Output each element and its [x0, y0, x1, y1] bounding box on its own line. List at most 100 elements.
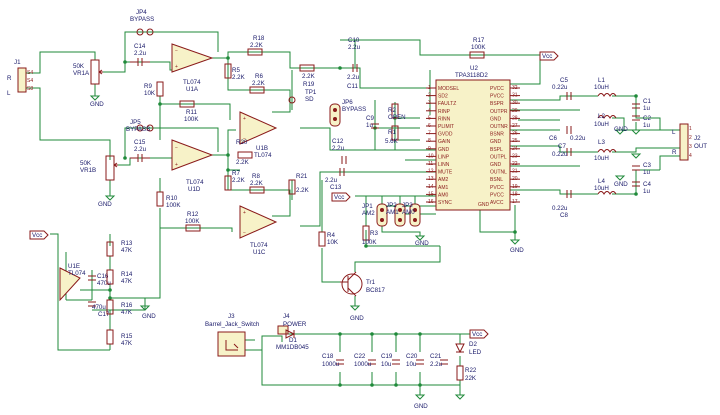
- svg-text:−: −: [243, 230, 246, 236]
- opamp-u1e: U1E TL074: [59, 263, 86, 302]
- u2-pin-right-13: BSNL: [490, 177, 503, 183]
- c3-ref: C3: [643, 162, 651, 169]
- gnd-vr1b: [104, 195, 116, 201]
- res-r14: [106, 269, 114, 285]
- c9-ref: C9: [366, 115, 374, 122]
- pot-vr1b: 50K VR1B: [80, 155, 118, 181]
- r1-value: 5.6K: [385, 138, 399, 145]
- gnd-power: [414, 394, 426, 400]
- gnd-c2: [630, 129, 642, 135]
- u2-pin-right-5: GND: [490, 116, 502, 122]
- u1a-ref: U1A: [186, 86, 199, 93]
- net-vcc-flags: Vcc Vcc Vcc Vcc: [29, 51, 559, 339]
- j2-pin-l: L: [672, 129, 676, 136]
- res-r10: [156, 191, 164, 207]
- u2-pin-right-14: PVCC: [490, 185, 504, 191]
- svg-text:+: +: [175, 64, 178, 70]
- u2-pin-right-4: OUTPR: [490, 109, 508, 115]
- r17-value: 100K: [471, 44, 486, 51]
- c3-value: 1u: [643, 169, 650, 176]
- gnd-c3b: [630, 153, 642, 159]
- res-r15: [106, 329, 114, 345]
- j4-ref: J4: [283, 313, 290, 320]
- gnd-label-9: GND: [414, 403, 428, 410]
- res-r11: [179, 100, 195, 108]
- gnd-label-2: GND: [98, 201, 112, 208]
- c4-value: 1u: [643, 188, 650, 195]
- c21-ref: C21: [430, 353, 442, 360]
- cap-c15: C15 2.2u: [130, 139, 150, 162]
- led-d2: D2 LED: [455, 341, 482, 356]
- u2-pin-right-15: PVCC: [490, 192, 504, 198]
- j2-pin-r: R: [672, 149, 677, 156]
- l2-ref: L2: [598, 113, 605, 120]
- j2-pin-num-2: 2: [689, 135, 692, 141]
- jumper-jp4: JP4 BYPASS: [130, 9, 154, 36]
- u2-pin-left-8: GAIN: [438, 139, 451, 145]
- r18-ref: R18: [253, 35, 265, 42]
- r21-value: 2.2K: [296, 187, 310, 194]
- d2-value: LED: [469, 349, 482, 356]
- c11-ref: C11: [347, 83, 358, 90]
- gnd-symbols: GND GND GND GND GND GND GND GND GND: [89, 95, 642, 410]
- u2-pin-right-3: BSPR: [490, 101, 504, 107]
- u2-pin-left-14: AM1: [438, 185, 449, 191]
- j1-pin-num-1: S4: [27, 70, 33, 76]
- connector-j4: J4 POWER: [277, 313, 307, 335]
- c8-value: 0.22u: [552, 205, 568, 212]
- c7-ref: C7: [558, 143, 566, 150]
- c7-value: 0.22u: [552, 151, 568, 158]
- r19-ref: R19: [303, 81, 315, 88]
- connector-j2: J2 OUT L R 1 2 3 4: [672, 123, 707, 161]
- j1-ref: J1: [14, 59, 21, 66]
- c4-ref: C4: [643, 181, 651, 188]
- cap-c17: 470u C17: [88, 301, 110, 318]
- vcc-flag-power: [469, 329, 489, 339]
- transistor-tr1: Tr1 BC817: [340, 271, 385, 297]
- jp4-ref: JP4: [136, 9, 147, 16]
- res-r1: [391, 125, 399, 141]
- cap-c6: C6 0.22u: [549, 126, 586, 142]
- jp5-ref: JP5: [130, 119, 141, 126]
- c14-ref: C14: [134, 43, 146, 50]
- u1d-value: TL074: [186, 179, 204, 186]
- u2-bottom-gnd: GND: [478, 202, 490, 208]
- u2-pin-right-11: GND: [490, 162, 502, 168]
- gnd-tr1: [349, 305, 361, 311]
- r15-ref: R15: [121, 333, 133, 340]
- inductor-l4: [597, 191, 617, 195]
- r15-value: 47K: [121, 340, 133, 347]
- l1-value: 10uH: [594, 84, 609, 91]
- res-r16: [106, 299, 114, 315]
- res-r8: [249, 186, 265, 194]
- u1d-ref: U1D: [188, 186, 201, 193]
- jp6-ref: JP6: [342, 99, 353, 106]
- l1-ref: L1: [598, 77, 605, 84]
- vcc-flag-top: [539, 51, 559, 61]
- res-r19: [299, 64, 315, 72]
- u2-pin-left-4: RINP: [438, 109, 451, 115]
- cap-c10: C10 2.2u: [348, 37, 361, 72]
- gnd-label-3: GND: [142, 313, 156, 320]
- res-r17: [469, 51, 485, 59]
- jp5-label: BYPASS: [126, 126, 150, 133]
- r10-ref: R10: [166, 195, 178, 202]
- c9-value: 1u: [366, 122, 373, 129]
- wires: [26, 31, 680, 395]
- r4-ref: R4: [327, 232, 335, 239]
- opamp-u1a: − + TL074 U1A: [171, 43, 214, 93]
- u2-left-pins: MODSEL1SD22FAULTZ3RINP4RINN5PLIMIT6GVDD7…: [426, 85, 459, 206]
- tp1-value: SD: [305, 96, 314, 103]
- c15-ref: C15: [134, 139, 146, 146]
- c12-value: 2.2u: [332, 145, 345, 152]
- vr1b-ref: VR1B: [80, 167, 96, 174]
- r6-ref: R6: [255, 73, 263, 80]
- d1-ref: D1: [289, 337, 297, 344]
- gnd-label-8: GND: [614, 181, 628, 188]
- gnd-u2: [509, 239, 521, 245]
- gnd-label-7: GND: [614, 126, 628, 133]
- vcc-label-left: Vcc: [32, 232, 42, 239]
- c18-ref: C18: [322, 353, 334, 360]
- c2-ref: C2: [643, 115, 651, 122]
- j2-pin-num-3: 3: [689, 144, 692, 150]
